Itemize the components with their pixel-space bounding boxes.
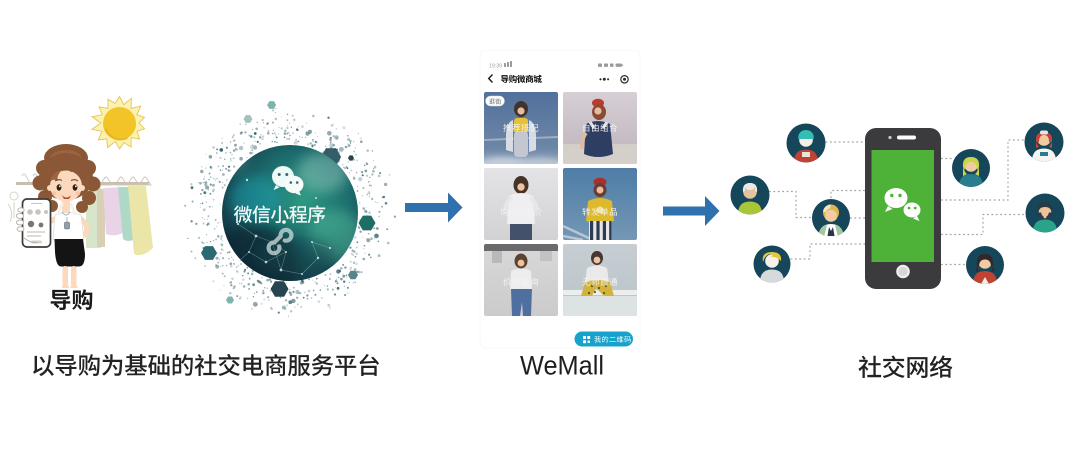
svg-text:19:39: 19:39 [489, 64, 502, 70]
svg-text:WeMall: WeMall [520, 351, 604, 381]
